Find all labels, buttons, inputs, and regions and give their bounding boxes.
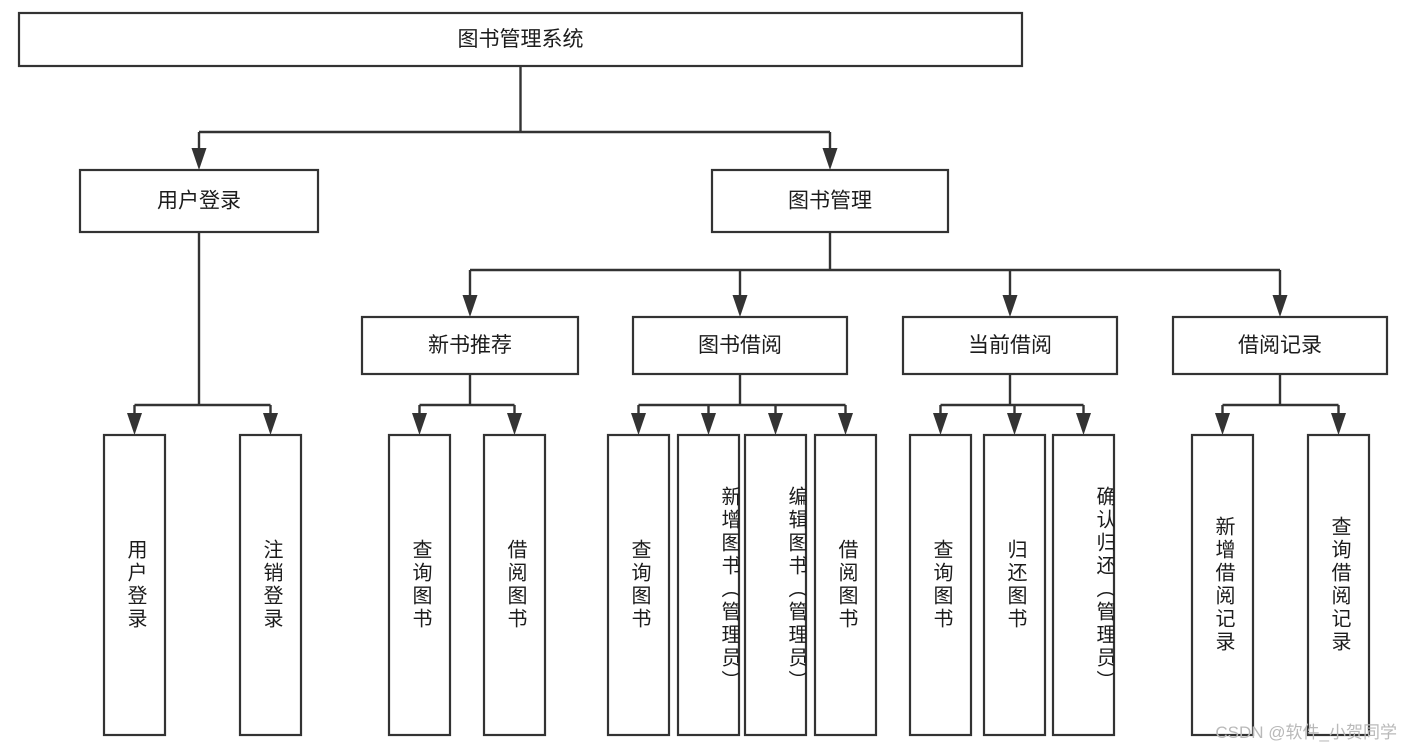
- node-label-root: 图书管理系统: [458, 28, 584, 51]
- node-box-leaf-user-login[interactable]: [102, 433, 167, 737]
- node-box-leaf-confirm-return-admin[interactable]: [1051, 433, 1116, 737]
- arrow-head-icon: [631, 413, 646, 435]
- arrow-head-icon: [412, 413, 427, 435]
- node-box-user-login[interactable]: [78, 168, 320, 234]
- arrow-head-icon: [1076, 413, 1091, 435]
- node-box-leaf-add-book-admin[interactable]: [676, 433, 741, 737]
- node-box-leaf-query-book-rec[interactable]: [387, 433, 452, 737]
- arrow-head-icon: [1272, 295, 1288, 317]
- arrow-head-icon: [768, 413, 783, 435]
- node-label-book-manage: 图书管理: [788, 190, 872, 213]
- arrow-head-icon: [732, 295, 748, 317]
- arrow-head-icon: [701, 413, 716, 435]
- node-box-leaf-return-book[interactable]: [982, 433, 1047, 737]
- arrow-head-icon: [127, 413, 142, 435]
- arrow-head-icon: [1331, 413, 1346, 435]
- node-box-leaf-edit-book-admin[interactable]: [743, 433, 808, 737]
- node-box-root[interactable]: [17, 11, 1024, 68]
- node-box-leaf-query-book-current[interactable]: [908, 433, 973, 737]
- node-box-leaf-user-logout[interactable]: [238, 433, 303, 737]
- arrow-head-icon: [822, 148, 838, 170]
- arrow-head-icon: [462, 295, 478, 317]
- node-box-new-book-recommend[interactable]: [360, 315, 580, 376]
- node-box-book-manage[interactable]: [710, 168, 950, 234]
- watermark-text: CSDN @软件_小贺同学: [1215, 723, 1397, 742]
- arrow-head-icon: [1002, 295, 1018, 317]
- node-label-new-book-recommend: 新书推荐: [428, 334, 512, 357]
- arrow-head-icon: [933, 413, 948, 435]
- arrow-head-icon: [1215, 413, 1230, 435]
- node-label-user-login: 用户登录: [157, 190, 241, 213]
- arrow-head-icon: [191, 148, 207, 170]
- node-box-borrow-record[interactable]: [1171, 315, 1389, 376]
- node-label-borrow-record: 借阅记录: [1238, 334, 1322, 357]
- node-box-book-borrow[interactable]: [631, 315, 849, 376]
- node-label-book-borrow: 图书借阅: [698, 334, 782, 357]
- node-box-leaf-borrow-book-rec[interactable]: [482, 433, 547, 737]
- arrow-head-icon: [263, 413, 278, 435]
- node-box-leaf-query-book-borrow[interactable]: [606, 433, 671, 737]
- arrow-head-icon: [1007, 413, 1022, 435]
- node-box-leaf-add-borrow-record[interactable]: [1190, 433, 1255, 737]
- node-label-current-borrow: 当前借阅: [968, 334, 1052, 357]
- arrow-head-icon: [838, 413, 853, 435]
- node-box-leaf-borrow-book[interactable]: [813, 433, 878, 737]
- node-box-current-borrow[interactable]: [901, 315, 1119, 376]
- arrow-head-icon: [507, 413, 522, 435]
- node-box-leaf-query-borrow-record[interactable]: [1306, 433, 1371, 737]
